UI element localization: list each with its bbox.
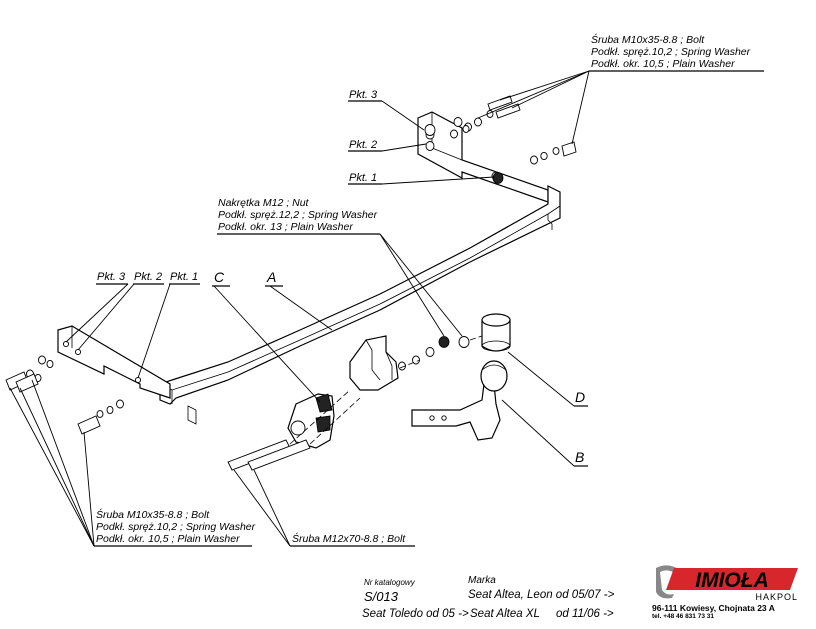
callout-bottom-bolt-text: Śruba M12x70-8.8 ; Bolt xyxy=(292,532,406,545)
callout-top-right-line3: Podkł. okr. 10,5 ; Plain Washer xyxy=(591,58,735,70)
pkt1-right-label: Pkt. 1 xyxy=(349,172,377,184)
assembly-dash-lines xyxy=(289,335,483,445)
letter-callouts: C A D B xyxy=(212,269,588,467)
pkt1-left-label: Pkt. 1 xyxy=(170,271,198,283)
left-pkt2-hole xyxy=(74,348,82,356)
letter-a: A xyxy=(266,269,276,285)
callout-pkt-left: Pkt. 3 Pkt. 2 Pkt. 1 xyxy=(65,271,200,379)
left-pkt3-hole xyxy=(62,340,70,348)
callout-nut-line1: Nakrętka M12 ; Nut xyxy=(218,197,310,209)
callout-nut-line3: Podkł. okr. 13 ; Plain Washer xyxy=(218,221,353,233)
center-nut-hardware xyxy=(398,336,470,371)
callout-top-right-line1: Śruba M10x35-8.8 ; Bolt xyxy=(591,33,705,46)
callout-nut-line2: Podkł. spręż.12,2 ; Spring Washer xyxy=(218,209,378,221)
letter-c: C xyxy=(214,269,225,285)
left-pkt1-hole xyxy=(134,376,142,384)
pkt2-right-label: Pkt. 2 xyxy=(349,139,377,151)
bottom-long-bolts xyxy=(227,439,311,471)
callout-pkt-right: Pkt. 3 Pkt. 2 Pkt. 1 xyxy=(348,89,495,185)
pkt3-right-label: Pkt. 3 xyxy=(349,89,378,101)
callout-bottom-left-line2: Podkł. spręż.10,2 ; Spring Washer xyxy=(96,521,256,533)
letter-d: D xyxy=(575,389,585,405)
socket-plate xyxy=(287,393,335,449)
left-side-bracket xyxy=(57,325,171,399)
ball-hook xyxy=(411,360,508,441)
callout-top-right-line2: Podkł. spręż.10,2 ; Spring Washer xyxy=(591,46,751,58)
main-crossbar xyxy=(159,185,561,425)
callout-bottom-left-line3: Podkł. okr. 10,5 ; Plain Washer xyxy=(96,533,240,545)
ball-cap xyxy=(481,313,511,352)
callout-top-right: Śruba M10x35-8.8 ; Bolt Podkł. spręż.10,… xyxy=(477,33,764,145)
pkt3-left-label: Pkt. 3 xyxy=(97,271,126,283)
letter-b: B xyxy=(575,449,584,465)
center-bracket xyxy=(349,335,399,391)
callout-nut: Nakrętka M12 ; Nut Podkł. spręż.12,2 ; S… xyxy=(217,197,463,337)
right-top-hardware xyxy=(424,95,577,184)
right-side-bracket xyxy=(417,111,549,203)
callout-bottom-bolt: Śruba M12x70-8.8 ; Bolt xyxy=(233,469,415,547)
callout-bottom-left: Śruba M10x35-8.8 ; Bolt Podkł. spręż.10,… xyxy=(9,379,256,547)
left-hardware xyxy=(5,355,124,435)
pkt2-left-label: Pkt. 2 xyxy=(134,271,162,283)
callout-bottom-left-line1: Śruba M10x35-8.8 ; Bolt xyxy=(96,508,210,521)
